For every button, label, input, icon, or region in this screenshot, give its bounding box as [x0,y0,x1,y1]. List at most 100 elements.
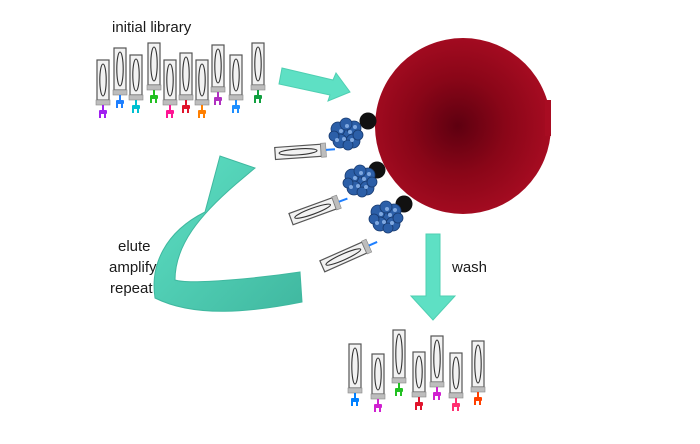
phage-particle [178,52,194,113]
phage-genome [232,58,240,92]
protein-highlight [382,220,386,224]
protein-highlight [349,185,353,189]
protein-highlight [348,130,352,134]
phage-particle [128,54,144,113]
display-tag-leg [182,108,184,113]
display-linker [338,197,348,203]
target-protein [342,164,378,198]
display-tag-leg [232,108,234,113]
phage-capsid [96,59,110,101]
display-linker [368,241,378,247]
protein-lobe [392,212,404,224]
phage-genome [474,344,482,384]
phage-particle [429,335,445,400]
phage-genome [150,46,158,82]
phage-genome [278,148,318,156]
phage-particle [370,353,386,412]
phage-particle [470,340,486,405]
phage-particle [411,351,427,410]
display-linker [185,100,187,106]
protein-highlight [356,184,360,188]
eluted-phage-group [347,329,486,412]
display-linker [354,393,356,399]
phage-genome [294,203,332,219]
display-tag-leg [415,405,417,410]
arrow-to-bead [278,67,351,102]
phage-particle [162,59,178,118]
protein-highlight [362,177,366,181]
phage-capsid [392,329,406,379]
display-linker [377,399,379,405]
phage-genome [214,48,222,84]
phage-genome [182,56,190,92]
display-tag-leg [400,391,402,396]
display-tag-leg [452,406,454,411]
initial-library-group [95,42,266,118]
phage-base [370,393,386,400]
phage-particle [250,42,266,103]
display-tag-leg [171,113,173,118]
phage-genome [415,355,423,389]
phage-capsid [147,42,161,86]
phage-base [391,377,407,384]
phage-particle [391,329,407,396]
phage-base [320,142,327,158]
display-linker [398,383,400,389]
display-tag-leg [254,98,256,103]
phage-particle [194,59,210,118]
repeat-label: repeat [110,280,153,297]
display-tag-leg [137,108,139,113]
display-tag-leg [203,113,205,118]
display-tag-leg [99,113,101,118]
display-tag-leg [351,401,353,406]
display-tag-leg [150,98,152,103]
phage-base [178,94,194,101]
display-linker [102,105,104,111]
phage-base [361,238,373,255]
display-tag-leg [214,100,216,105]
phage-base [128,94,144,101]
protein-highlight [393,208,397,212]
phage-base [146,84,162,91]
phage-genome [99,63,107,97]
phage-capsid [371,353,385,395]
protein-highlight [388,213,392,217]
phage-capsid [449,352,463,394]
display-tag-leg [474,400,476,405]
bound-phage [274,142,336,161]
phage-base [112,89,128,96]
phage-capsid [113,47,127,91]
target-bead [375,38,551,214]
protein-highlight [364,185,368,189]
display-tag-leg [433,395,435,400]
protein-highlight [359,171,363,175]
phage-capsid [251,42,265,86]
display-tag-leg [132,108,134,113]
display-tag-leg [438,395,440,400]
phage-genome [351,347,359,385]
phage-genome [254,46,262,82]
phage-capsid [348,343,362,389]
protein-highlight [353,176,357,180]
phage-capsid [195,59,209,101]
protein-highlight [345,124,349,128]
display-tag-leg [155,98,157,103]
phage-capsid [129,54,143,96]
phage-genome [116,51,124,87]
phage-capsid [412,351,426,393]
phage-particle [347,343,363,406]
phage-genome [325,248,362,266]
protein-lobe [379,200,393,214]
phage-capsid [211,44,225,88]
phage-base [429,381,445,388]
display-linker [418,397,420,403]
display-tag-leg [420,405,422,410]
elute-label: elute [118,238,151,255]
phage-particle [95,59,111,118]
protein-highlight [342,137,346,141]
wash-label: wash [451,259,487,276]
display-linker [257,90,259,96]
bound-phage-group [274,112,413,273]
